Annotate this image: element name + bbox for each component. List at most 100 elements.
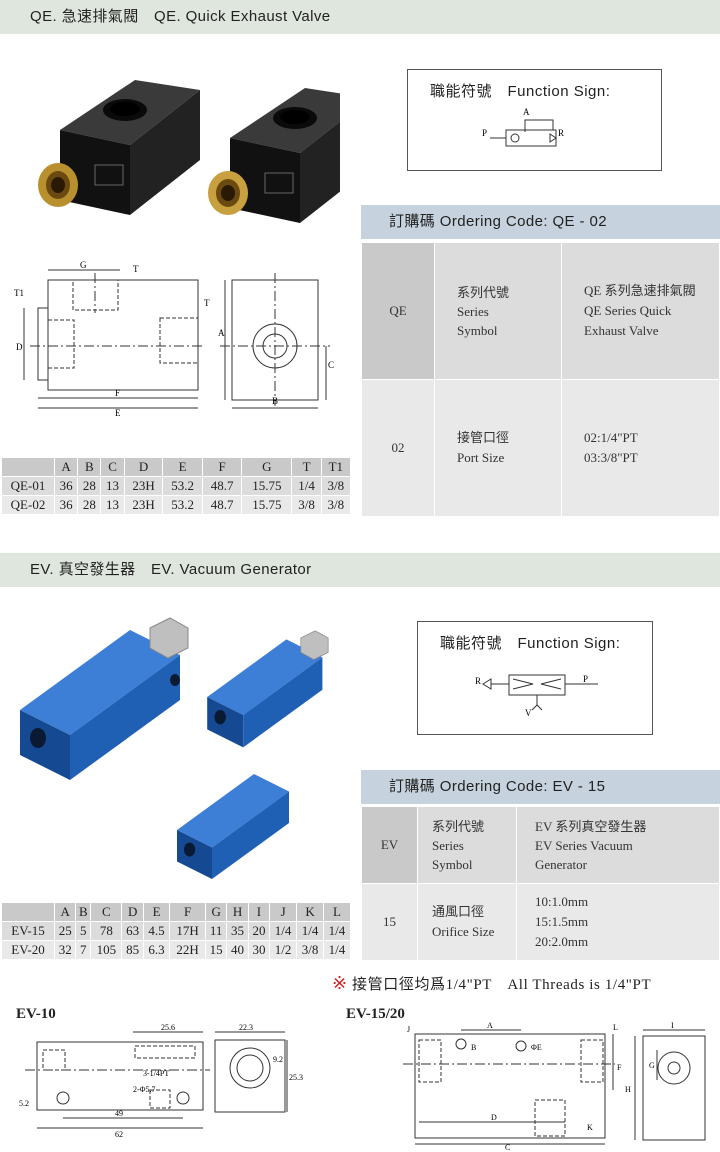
note-asterisk-icon: ※ xyxy=(332,973,348,993)
ev-dim-row: EV-15 25 5 78 63 4.5 17H 11 35 20 1/4 1/… xyxy=(2,921,352,941)
ev-dimension-table: A B C D E F G H I J K L EV-15 25 5 78 63… xyxy=(2,903,352,960)
qe-dimension-table: A B C D E F G T T1 QE-01 36 28 13 23H 53… xyxy=(2,458,352,515)
ev-dim-cell: EV-15 xyxy=(2,921,55,941)
qe-ordering-code-title: 訂購碼 Ordering Code: QE - 02 xyxy=(389,213,607,230)
qe-ordering-desc-line: Exhaust Valve xyxy=(584,323,659,338)
qe-function-symbol: P A R xyxy=(482,107,564,147)
ev-dim-cell: 78 xyxy=(90,921,123,941)
ev-dim-cell: 1/4 xyxy=(296,921,324,941)
ev-dim-cell: 5 xyxy=(75,921,92,941)
qe-dim-cell: 1/4 xyxy=(291,476,322,496)
qe-ordering-name-line: Port Size xyxy=(457,450,505,465)
qe-dim-cell: 28 xyxy=(77,476,102,496)
qe-dim-header-cell: F xyxy=(202,458,243,477)
ev-ordering-name-line: 通風口徑 xyxy=(432,904,485,919)
ev-dim-cell: 32 xyxy=(54,940,77,960)
ev-function-sign-title: 職能符號 Function Sign: xyxy=(440,635,621,652)
qe-dim-label-c: C xyxy=(328,360,334,370)
qe-technical-drawing: G T T T1 D F E A B C xyxy=(14,260,334,418)
ev1520-dim-label-b: B xyxy=(471,1043,476,1052)
ev-dim-cell: 1/4 xyxy=(323,921,352,941)
qe-dim-cell: 48.7 xyxy=(202,495,243,515)
qe-dim-cell: 3/8 xyxy=(321,495,352,515)
ev1520-dim-label-a: A xyxy=(487,1021,493,1030)
qe-dim-label-a: A xyxy=(218,328,225,338)
ev1520-dim-label-g: G xyxy=(649,1061,655,1070)
ev-ordering-code-cell: EV xyxy=(361,806,418,884)
ev-dim-cell: 4.5 xyxy=(143,921,171,941)
ev-ordering-desc-line: 20:2.0mm xyxy=(535,934,589,949)
qe-symbol-label-a: A xyxy=(523,107,530,117)
ev-ordering-desc-line: Generator xyxy=(535,856,587,872)
qe-dim-label-t1: T1 xyxy=(14,288,24,298)
qe-ordering-desc-line: 02:1/4"PT xyxy=(584,430,638,445)
ev-symbol-label-v: V xyxy=(525,708,532,718)
qe-dim-cell: 53.2 xyxy=(162,495,203,515)
ev10-dim-label: 49 xyxy=(115,1109,123,1118)
qe-dim-cell: 15.75 xyxy=(241,495,293,515)
ev1520-dim-label-l: L xyxy=(613,1023,618,1032)
qe-ordering-code-cell: 02 xyxy=(361,379,435,517)
ev-dim-cell: 15 xyxy=(205,940,228,960)
qe-ordering-desc-line: QE Series Quick xyxy=(584,303,672,318)
ev-dim-cell: 63 xyxy=(121,921,144,941)
qe-dim-header-cell: D xyxy=(124,458,164,477)
ev-dim-cell: 7 xyxy=(75,940,92,960)
qe-section-header: QE. 急速排氣閥 QE. Quick Exhaust Valve xyxy=(0,0,720,34)
ev10-dim-label: 9.2 xyxy=(273,1055,283,1064)
ev-ordering-desc-line: EV Series Vacuum xyxy=(535,837,633,853)
qe-dim-label-t: T xyxy=(204,298,210,308)
ev-dim-cell: 40 xyxy=(226,940,249,960)
ev1520-dim-label-d: D xyxy=(491,1113,497,1122)
ev-ordering-name-cell: 通風口徑 Orifice Size xyxy=(417,883,517,961)
qe-function-sign-title: 職能符號 Function Sign: xyxy=(430,83,611,100)
qe-product-photo xyxy=(38,80,340,223)
ev1520-drawing-title: EV-15/20 xyxy=(346,1006,405,1022)
qe-dim-cell: 23H xyxy=(124,495,164,515)
qe-dim-header-cell: C xyxy=(100,458,125,477)
ev-dim-cell: 22H xyxy=(169,940,206,960)
ev-dim-cell: 85 xyxy=(121,940,144,960)
qe-dim-header-cell: A xyxy=(54,458,79,477)
ev10-dim-label: 3-1/4PT xyxy=(143,1069,169,1078)
qe-dim-label-t: T xyxy=(133,264,139,274)
qe-ordering-desc-line: QE 系列急速排氣閥 xyxy=(584,283,696,298)
ev-dim-row: EV-20 32 7 105 85 6.3 22H 15 40 30 1/2 3… xyxy=(2,940,352,960)
ev-generator-medium-image xyxy=(207,630,329,748)
qe-valve-right-image xyxy=(208,88,340,223)
qe-symbol-label-p: P xyxy=(482,128,487,138)
ev-dim-cell: 11 xyxy=(205,921,228,941)
ev-dim-header-cell: J xyxy=(269,903,298,922)
ev1520-dim-label-h: H xyxy=(625,1085,631,1094)
qe-ordering-name-line: 接管口徑 xyxy=(457,430,510,445)
ev-ordering-table: EV 系列代號 Series Symbol EV 系列真空發生器 EV Seri… xyxy=(361,806,720,961)
ev-section-header: EV. 真空發生器 EV. Vacuum Generator xyxy=(0,553,720,587)
qe-dim-cell: QE-01 xyxy=(2,476,55,496)
qe-ordering-name-line: Series xyxy=(457,303,489,319)
ev10-dim-label: 22.3 xyxy=(239,1023,253,1032)
ev-ordering-row-size: 15 通風口徑 Orifice Size 10:1.0mm 15:1.5mm 2… xyxy=(361,883,720,961)
ev1520-dim-label-e: ΦE xyxy=(531,1043,542,1052)
qe-dim-header-cell: B xyxy=(77,458,102,477)
ev-dim-header-cell: F xyxy=(169,903,206,922)
qe-dim-cell: 3/8 xyxy=(291,495,322,515)
ev-dim-header-cell: K xyxy=(296,903,324,922)
qe-dim-cell: 13 xyxy=(100,495,125,515)
ev10-dim-label: 25.6 xyxy=(161,1023,175,1032)
ev-ordering-code-bar: 訂購碼 Ordering Code: EV - 15 xyxy=(361,770,720,804)
ev-ordering-code-cell: 15 xyxy=(361,883,418,961)
qe-dim-cell: 13 xyxy=(100,476,125,496)
qe-dim-cell: 53.2 xyxy=(162,476,203,496)
ev-dim-header-cell xyxy=(2,903,55,922)
qe-ordering-table: QE 系列代號 Series Symbol QE 系列急速排氣閥 QE Seri… xyxy=(361,242,720,517)
ev-ordering-name-line: Series xyxy=(432,837,464,853)
qe-dim-cell: 36 xyxy=(54,495,79,515)
ev-ordering-name-line: Symbol xyxy=(432,856,473,872)
qe-ordering-name-line: 系列代號 xyxy=(457,284,510,300)
ev1520-dim-label-f: F xyxy=(617,1063,622,1072)
qe-dim-label-e: E xyxy=(115,408,121,418)
qe-symbol-label-r: R xyxy=(558,128,564,138)
ev-dim-header-cell: E xyxy=(143,903,171,922)
ev-dim-cell: 3/8 xyxy=(296,940,324,960)
ev-dim-cell: 25 xyxy=(54,921,77,941)
